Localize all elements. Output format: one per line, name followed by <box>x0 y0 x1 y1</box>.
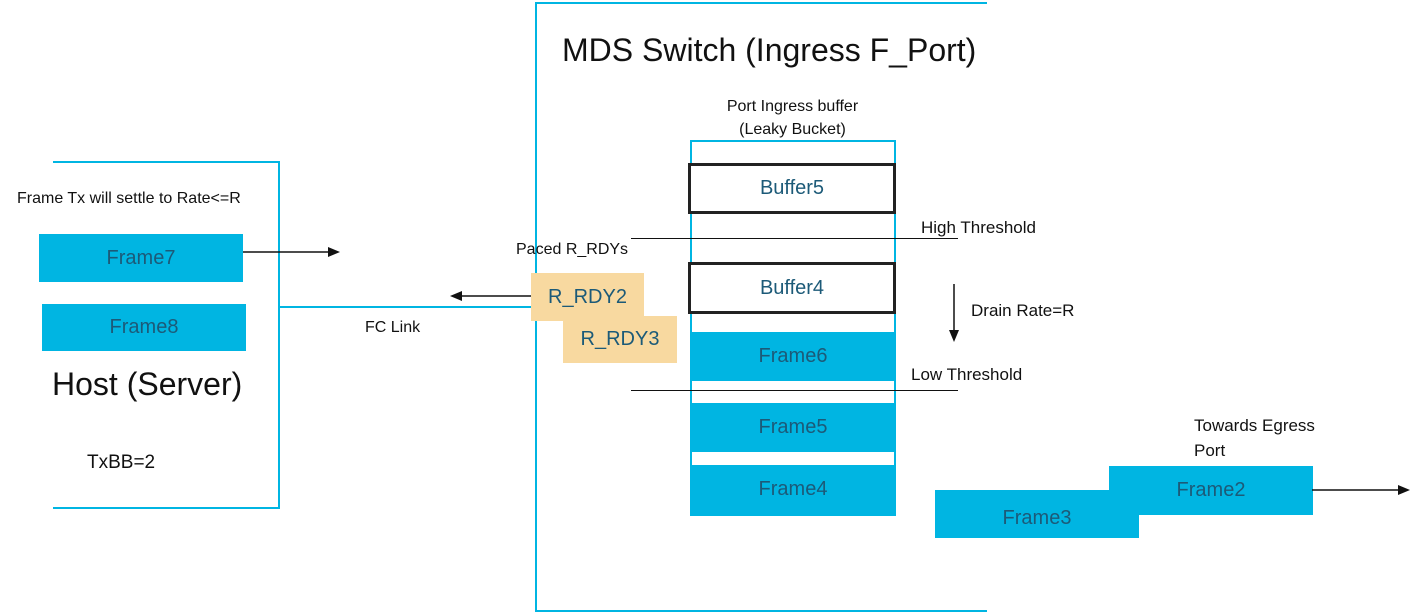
drain-rate-label: Drain Rate=R <box>971 301 1075 320</box>
high-threshold-label: High Threshold <box>921 218 1036 237</box>
low-threshold-line <box>631 390 958 391</box>
host-title: Host (Server) <box>52 366 243 402</box>
rrdy-arrow <box>450 291 532 301</box>
host-frame-7: Frame7 <box>39 234 243 282</box>
drain-arrow <box>949 284 959 342</box>
egress-frame-2: Frame2 <box>1109 466 1313 515</box>
host-border-top <box>53 161 280 163</box>
fc-link-line <box>280 306 536 308</box>
buffer-4: Buffer4 <box>688 262 896 314</box>
egress-arrow <box>1312 485 1410 495</box>
host-border-right <box>278 161 280 509</box>
high-threshold-line <box>631 238 958 239</box>
ingress-buffer-container <box>690 140 896 516</box>
rrdy-3: R_RDY3 <box>563 316 677 363</box>
buffer-frame-5: Frame5 <box>692 403 894 452</box>
egress-label-line1: Towards Egress <box>1194 416 1315 435</box>
low-threshold-label: Low Threshold <box>911 365 1023 384</box>
fc-link-label: FC Link <box>365 319 421 336</box>
switch-border-top <box>535 2 987 4</box>
egress-label-line2: Port <box>1194 441 1226 460</box>
host-border-bottom <box>53 507 280 509</box>
buffer-title-line2: (Leaky Bucket) <box>739 121 846 138</box>
buffer-5: Buffer5 <box>688 163 896 214</box>
switch-title: MDS Switch (Ingress F_Port) <box>562 32 977 68</box>
switch-border-bottom <box>535 610 987 612</box>
buffer-frame-6: Frame6 <box>692 332 894 381</box>
paced-rrdys-label: Paced R_RDYs <box>516 241 629 258</box>
host-rate-note: Frame Tx will settle to Rate<=R <box>17 190 241 207</box>
rrdy-2: R_RDY2 <box>531 273 644 321</box>
buffer-title-line1: Port Ingress buffer <box>726 98 859 115</box>
host-frame-8: Frame8 <box>42 304 246 351</box>
host-txbb: TxBB=2 <box>87 452 156 473</box>
frame7-arrow <box>243 247 340 257</box>
buffer-frame-4: Frame4 <box>692 465 894 514</box>
egress-frame-3: Frame3 <box>935 490 1139 538</box>
